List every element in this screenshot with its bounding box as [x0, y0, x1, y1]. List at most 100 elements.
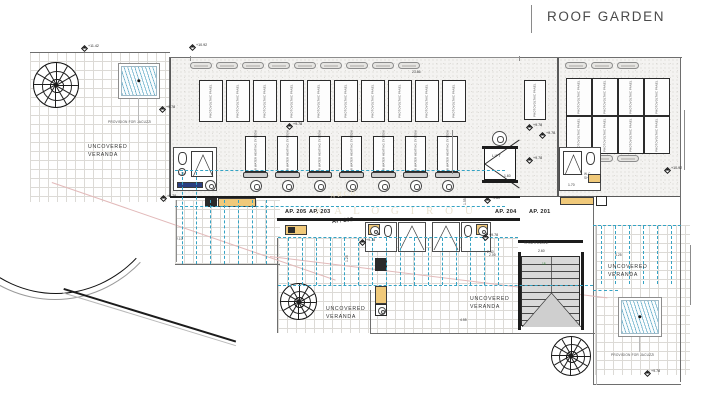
elevation-value: +11.42	[88, 44, 99, 48]
beam-v13	[358, 238, 359, 285]
pipe-riser-3	[314, 180, 326, 192]
hob-burner-ap203	[370, 226, 380, 236]
wc-ap202	[464, 225, 472, 237]
photovoltaic-panel-4: PHOTOVOLTAIC PANEL	[280, 80, 304, 122]
beam-v12	[344, 238, 345, 285]
beam-v15	[386, 238, 387, 285]
watermark-text: K A L O G I R O U	[315, 205, 478, 217]
pipe-riser-8	[492, 131, 507, 146]
header-divider	[531, 5, 532, 33]
staircase-wall-left	[518, 252, 521, 330]
beam-v18	[428, 238, 429, 285]
elevation-value: +9.78	[546, 131, 556, 135]
photovoltaic-panel-label: PHOTOVOLTAIC PANEL	[209, 84, 213, 118]
elevation-value: +10.92	[671, 166, 683, 170]
wall-topright-h	[558, 57, 682, 59]
lift-shaft	[484, 148, 516, 180]
wc-shower-dimension: 1.70	[568, 183, 575, 187]
roof-vent-8	[372, 62, 394, 69]
solar-heater-7: SOLAR WATER HEATING SYSTEM	[437, 130, 458, 178]
dimension-tick-right2	[690, 245, 691, 305]
photovoltaic-panel-2: PHOTOVOLTAIC PANEL	[226, 80, 250, 122]
veranda-cl-label-line1: UNCOVERED	[326, 306, 366, 312]
jacuzzi-right-label: PROVISION FOR JACUZZI	[611, 353, 655, 357]
elevation-value: +9.78	[489, 233, 499, 237]
wall-center-bottom-h	[370, 333, 595, 334]
dimension-value-veranda-center: 4.55	[460, 318, 467, 322]
beam-v10	[316, 238, 317, 285]
lift-label: LIFT	[492, 153, 502, 158]
beam-v11	[330, 238, 331, 285]
photovoltaic-panel-label: PHOTOVOLTAIC PANEL	[398, 84, 402, 118]
photovoltaic-panel-10: PHOTOVOLTAIC PANEL	[442, 80, 466, 122]
photovoltaic-panel-r2: PHOTOVOLTAIC PANEL	[592, 78, 618, 116]
roof-vent-5	[294, 62, 316, 69]
photovoltaic-panel-r4: PHOTOVOLTAIC PANEL	[644, 78, 670, 116]
dimension-value-bath: 2.40	[487, 250, 494, 254]
dimension-tick-center	[452, 130, 453, 174]
label-ap-204: AP. 204	[495, 209, 517, 215]
wall-centerblock-top	[277, 218, 520, 221]
pipe-riser-4	[346, 180, 358, 192]
solar-heater-tank-3	[307, 172, 332, 178]
photovoltaic-panel-9: PHOTOVOLTAIC PANEL	[415, 80, 439, 122]
wall-mid-h	[170, 196, 520, 198]
label-ap-201: AP. 201	[529, 209, 551, 215]
boundary-diagonal-lower	[63, 288, 237, 343]
beam-v5	[238, 200, 239, 264]
beam-v6	[252, 200, 253, 264]
photovoltaic-panel-label: PHOTOVOLTAIC PANEL	[263, 84, 267, 118]
photovoltaic-panel-label: PHOTOVOLTAIC PANEL	[629, 80, 633, 114]
roof-vent-r2	[591, 62, 613, 69]
elevation-value: +9.78	[651, 369, 661, 373]
beam-line-h6	[593, 290, 618, 291]
photovoltaic-panel-label: PHOTOVOLTAIC PANEL	[236, 84, 240, 118]
kitchen-counter-ap205	[285, 225, 307, 235]
jacuzzi-right-leader	[639, 337, 640, 352]
solar-heater-tank-2	[275, 172, 300, 178]
beam-v9	[302, 238, 303, 285]
staircase-label: STAIRCASE	[524, 240, 549, 245]
beam-v1	[182, 172, 183, 264]
shower-tray-right	[563, 151, 583, 176]
wall-leftlower-h	[175, 264, 280, 265]
photovoltaic-panel-r7: PHOTOVOLTAIC PANEL	[618, 116, 644, 154]
photovoltaic-panel-label: PHOTOVOLTAIC PANEL	[425, 84, 429, 118]
beam-v3	[210, 200, 211, 264]
solar-heater-3: SOLAR WATER HEATING SYSTEM	[309, 130, 330, 178]
elevation-value: +9.78	[167, 194, 177, 198]
dimension-value-left-b: 2.00	[489, 253, 496, 257]
photovoltaic-panel-label: PHOTOVOLTAIC PANEL	[452, 84, 456, 118]
wall-bottom-right-h	[593, 384, 681, 385]
wc-ap203	[384, 225, 392, 237]
spiral-staircase-right	[551, 336, 591, 376]
dimension-value-wcleft: 1.70	[178, 172, 185, 176]
pipe-riser-5	[378, 180, 390, 192]
roof-vent-7	[346, 62, 368, 69]
beam-v2	[196, 172, 197, 264]
elevation-value: +10.92	[196, 43, 208, 47]
wc-fixture-left	[178, 152, 187, 165]
photovoltaic-panel-label: PHOTOVOLTAIC PANEL	[577, 80, 581, 114]
roof-vent-2	[216, 62, 238, 69]
elevation-value: +9.78	[293, 122, 303, 126]
veranda-leftlower-paving	[175, 200, 280, 265]
photovoltaic-panel-label: PHOTOVOLTAIC PANEL	[603, 80, 607, 114]
beam-v14	[372, 238, 373, 285]
photovoltaic-panel-label: PHOTOVOLTAIC PANEL	[290, 84, 294, 118]
washer-drum-center	[378, 307, 386, 315]
lift-wall-bottom	[482, 180, 518, 183]
photovoltaic-panel-label: PHOTOVOLTAIC PANEL	[371, 84, 375, 118]
photovoltaic-panel-6: PHOTOVOLTAIC PANEL	[334, 80, 358, 122]
utility-unit-center	[375, 286, 387, 304]
beam-v7	[266, 200, 267, 264]
photovoltaic-panel-label: PHOTOVOLTAIC PANEL	[655, 80, 659, 114]
veranda-r-label-line2: VERANDA	[608, 271, 638, 278]
photovoltaic-panel-label: PHOTOVOLTAIC PANEL	[603, 118, 607, 152]
wall-center-v	[370, 290, 371, 334]
solar-heater-tank-4	[339, 172, 364, 178]
beam-vr4	[643, 226, 644, 284]
photovoltaic-panel-8: PHOTOVOLTAIC PANEL	[388, 80, 412, 122]
beam-vr3	[629, 226, 630, 284]
